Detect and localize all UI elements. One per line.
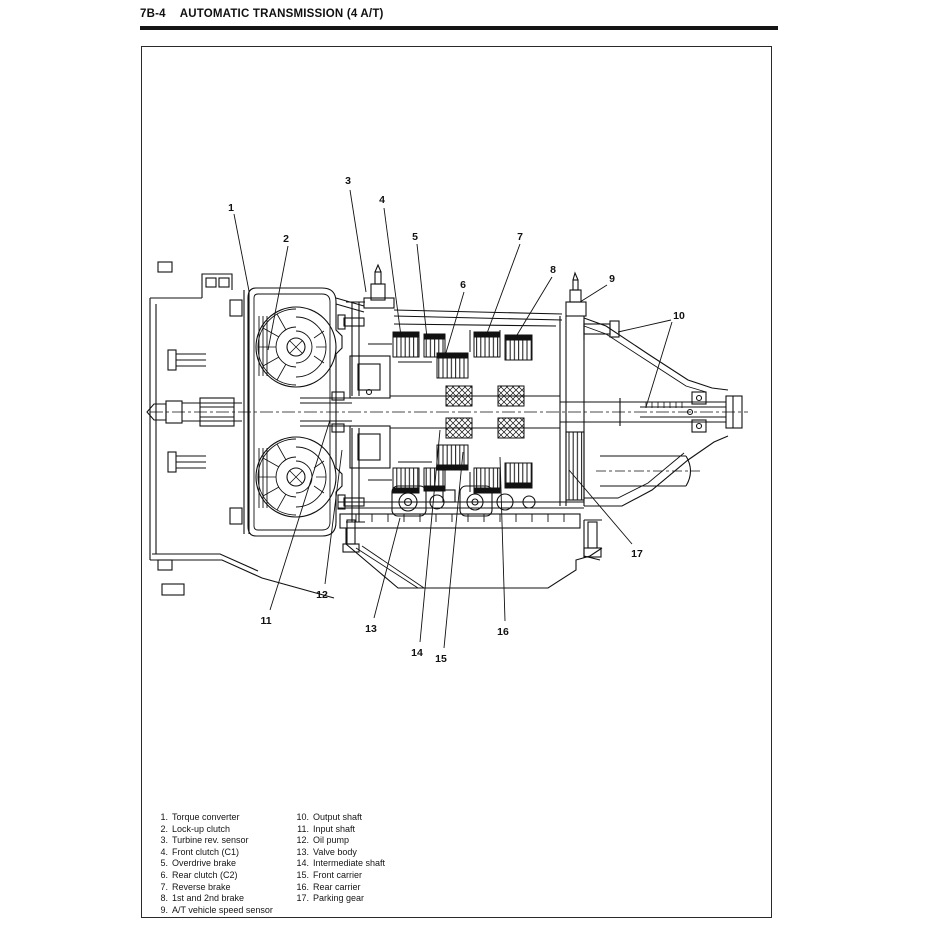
callout-1: 1 xyxy=(228,202,234,214)
callout-5: 5 xyxy=(412,231,418,243)
section-number: 7B-4 xyxy=(140,8,166,20)
callout-13: 13 xyxy=(365,623,377,635)
callout-12: 12 xyxy=(316,589,328,601)
output-shaft xyxy=(560,395,743,429)
oil-pump xyxy=(337,301,391,523)
figure-frame xyxy=(141,46,772,918)
case-housing-top xyxy=(335,297,563,327)
legend-column-1: 1.Torque converter 2.Lock-up clutch 3.Tu… xyxy=(153,812,289,916)
callout-3: 3 xyxy=(345,175,351,187)
transmission-cross-section-figure: 1 2 3 4 5 6 7 8 9 10 11 12 13 14 15 16 1… xyxy=(146,175,748,665)
callout-16: 16 xyxy=(497,626,509,638)
callout-17: 17 xyxy=(631,548,643,560)
header-rule xyxy=(140,26,778,30)
legend-item: 12.Oil pump xyxy=(296,835,350,846)
callout-4: 4 xyxy=(379,194,385,206)
callout-11: 11 xyxy=(260,615,271,627)
page-header: 7B-4 AUTOMATIC TRANSMISSION (4 A/T) xyxy=(140,8,780,20)
legend-item: 5.Overdrive brake xyxy=(160,858,237,869)
legend-item: 4.Front clutch (C1) xyxy=(160,846,240,857)
legend-item: 1.Torque converter xyxy=(160,812,240,822)
legend-item: 14.Intermediate shaft xyxy=(296,858,386,869)
planetary-gear-sets xyxy=(368,330,560,492)
legend-item: 8.1st and 2nd brake xyxy=(160,893,245,904)
callout-6: 6 xyxy=(460,279,466,291)
page-title: AUTOMATIC TRANSMISSION (4 A/T) xyxy=(179,8,384,20)
callout-9: 9 xyxy=(609,273,615,285)
legend-item: 9.A/T vehicle speed sensor xyxy=(160,904,273,915)
callout-8: 8 xyxy=(550,264,556,276)
torque-converter xyxy=(247,287,352,537)
legend-item: 17.Parking gear xyxy=(296,893,365,904)
callout-10: 10 xyxy=(673,310,685,322)
legend-item: 3.Turbine rev. sensor xyxy=(160,835,249,846)
callout-leader-lines xyxy=(233,189,673,649)
extension-housing xyxy=(565,271,729,561)
legend-item: 2.Lock-up clutch xyxy=(160,823,231,834)
legend-item: 6.Rear clutch (C2) xyxy=(160,869,238,880)
turbine-rev-sensor xyxy=(363,263,395,309)
clutch-brake-packs xyxy=(392,331,533,494)
callout-14: 14 xyxy=(411,647,423,659)
callout-numbers: 1 2 3 4 5 6 7 8 9 10 11 12 13 14 15 16 1… xyxy=(228,175,685,665)
legend-item: 7.Reverse brake xyxy=(160,881,231,892)
legend-item: 15.Front carrier xyxy=(296,869,363,880)
callout-7: 7 xyxy=(517,231,523,243)
legend-column-2: 10.Output shaft 11.Input shaft 12.Oil pu… xyxy=(289,812,439,905)
callout-2: 2 xyxy=(283,233,289,245)
bell-housing-drive-plate xyxy=(146,261,335,599)
legend-item: 10.Output shaft xyxy=(296,812,363,822)
legend-item: 11.Input shaft xyxy=(297,823,356,834)
valve-body-oil-pan xyxy=(339,485,603,589)
legend-item: 13.Valve body xyxy=(296,846,357,857)
legend-item: 16.Rear carrier xyxy=(296,881,361,892)
callout-15: 15 xyxy=(435,653,447,665)
